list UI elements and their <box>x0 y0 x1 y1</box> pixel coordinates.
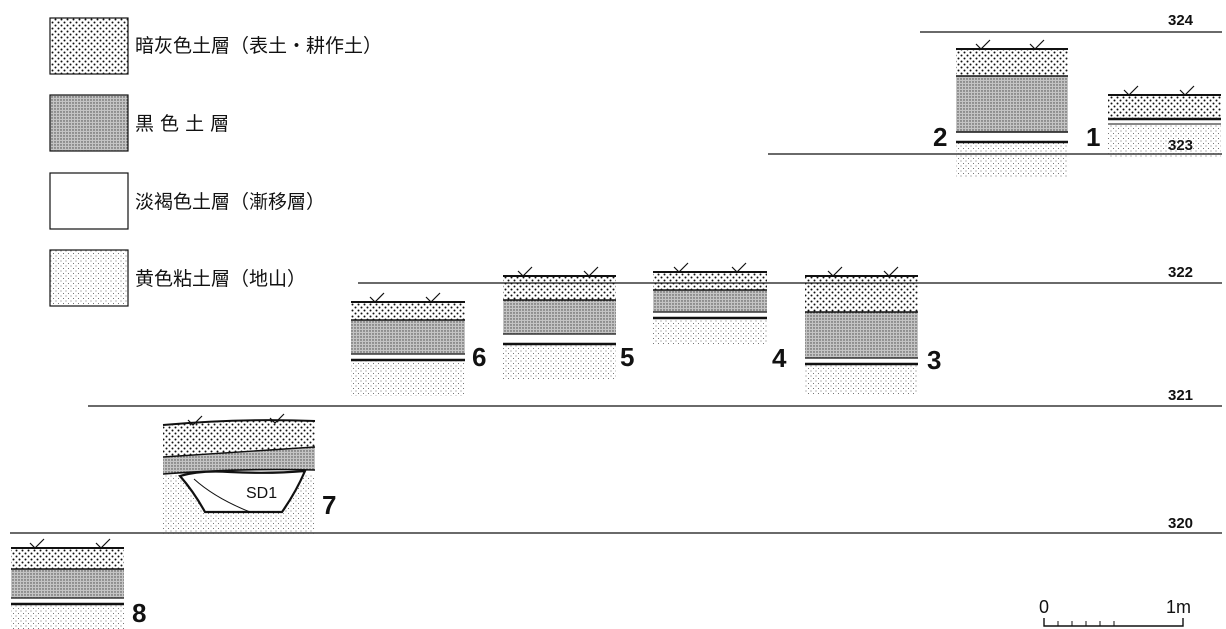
section-3: 3 <box>805 266 941 394</box>
feature-label-sd1: SD1 <box>246 485 277 502</box>
section-2-tick-a <box>975 39 991 50</box>
section-2-number: 2 <box>933 122 947 152</box>
section-8: 8 <box>11 538 146 629</box>
section-7-ditch-sd1 <box>178 469 307 514</box>
scale-bar: 0 1m <box>1039 597 1191 627</box>
section-2: 2 <box>933 39 1068 178</box>
section-5-topsoil <box>503 276 616 300</box>
section-6-clay <box>351 360 465 396</box>
section-6-tick-a <box>369 292 385 303</box>
section-7: SD1 7 <box>162 413 336 534</box>
section-8-tick-b <box>95 538 111 549</box>
section-8-black <box>11 569 124 598</box>
section-2-clay <box>956 142 1068 178</box>
legend-item-clay: 黄色粘土層（地山） <box>49 249 306 307</box>
section-8-number: 8 <box>132 598 146 628</box>
section-4-tick-a <box>673 262 689 273</box>
section-4-topsoil <box>653 272 767 290</box>
section-5-tick-a <box>517 266 533 277</box>
legend-label-transition: 淡褐色土層（漸移層） <box>135 191 325 213</box>
legend-swatch-transition <box>49 172 129 230</box>
section-6-number: 6 <box>472 342 486 372</box>
section-1-clay <box>1108 124 1221 158</box>
legend-label-topsoil: 暗灰色土層（表土・耕作土） <box>135 35 382 57</box>
section-2-black <box>956 76 1068 132</box>
section-5: 5 <box>503 266 634 380</box>
legend-swatch-clay <box>49 249 129 307</box>
section-4-clay <box>653 318 767 344</box>
section-3-clay <box>805 364 918 394</box>
legend-item-black-soil: 黒 色 土 層 <box>49 94 229 152</box>
section-4-number: 4 <box>772 343 787 373</box>
legend-item-transition: 淡褐色土層（漸移層） <box>49 172 325 230</box>
scale-label-end: 1m <box>1166 597 1191 617</box>
section-6-tick-b <box>425 292 441 303</box>
section-2-topsoil <box>956 49 1068 76</box>
section-5-black <box>503 300 616 334</box>
section-3-topsoil <box>805 276 918 312</box>
section-7-boundary-a <box>162 446 316 458</box>
section-1-tick-a <box>1123 85 1139 96</box>
section-7-number: 7 <box>322 490 336 520</box>
section-4-black <box>653 290 767 312</box>
elevation-label-321: 321 <box>1168 387 1193 404</box>
section-4: 4 <box>653 262 787 373</box>
section-5-number: 5 <box>620 342 634 372</box>
section-4-tick-b <box>731 262 747 273</box>
section-7-ditch-fill-line <box>193 478 251 513</box>
legend-item-topsoil: 暗灰色土層（表土・耕作土） <box>49 17 382 75</box>
elevation-label-320: 320 <box>1168 515 1193 532</box>
section-1: 1 <box>1086 85 1221 158</box>
section-7-tick-a <box>187 415 203 426</box>
elevation-label-322: 322 <box>1168 264 1193 281</box>
section-2-tick-b <box>1029 39 1045 50</box>
section-8-topsoil <box>11 548 124 569</box>
legend-label-clay: 黄色粘土層（地山） <box>135 268 306 290</box>
section-7-surface <box>162 419 316 426</box>
section-1-tick-b <box>1179 85 1195 96</box>
legend: 暗灰色土層（表土・耕作土） 黒 色 土 層 淡褐色土層（漸移層） 黄色粘土層（地… <box>49 17 382 307</box>
section-7-topsoil <box>163 420 315 457</box>
section-8-tick-a <box>29 538 45 549</box>
section-6-topsoil <box>351 302 465 320</box>
section-6: 6 <box>351 292 486 396</box>
section-1-number: 1 <box>1086 122 1100 152</box>
section-7-boundary-b <box>162 468 316 475</box>
section-3-tick-a <box>827 266 843 277</box>
section-3-number: 3 <box>927 345 941 375</box>
legend-swatch-black-soil <box>49 94 129 152</box>
section-8-clay <box>11 604 124 629</box>
section-7-tick-b <box>269 413 285 424</box>
section-6-black <box>351 320 465 354</box>
section-7-black <box>163 447 315 474</box>
elevation-label-324: 324 <box>1168 12 1194 29</box>
section-3-black <box>805 312 918 358</box>
scale-label-start: 0 <box>1039 597 1049 617</box>
legend-swatch-topsoil <box>49 17 129 75</box>
section-1-topsoil <box>1108 95 1221 119</box>
legend-label-black-soil: 黒 色 土 層 <box>135 113 229 135</box>
section-5-tick-b <box>583 266 599 277</box>
section-5-clay <box>503 344 616 380</box>
section-3-tick-b <box>883 266 899 277</box>
